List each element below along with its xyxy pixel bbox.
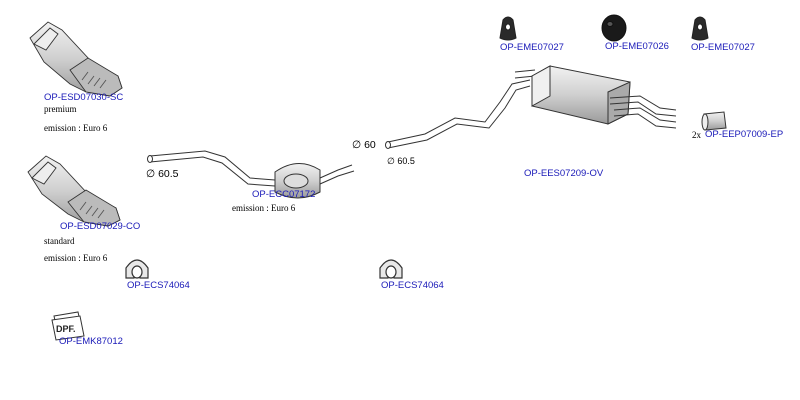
emission-ecc-label: emission : Euro 6 [232,203,296,213]
tailpipe-trim-part[interactable] [701,111,727,131]
variant-premium-label: premium [44,104,77,114]
diameter-rear-pipe: ∅ 60.5 [387,156,415,166]
part-code-esd-premium[interactable]: OP-ESD07030-SC [44,92,124,103]
part-code-eep[interactable]: OP-EEP07009-EP [705,129,784,140]
dpf-label-kit-part[interactable]: DPF. [51,311,85,341]
part-code-eme-mid[interactable]: OP-EME07026 [605,41,669,52]
diameter-front-pipe: ∅ 60.5 [146,168,179,180]
emission-premium-label: emission : Euro 6 [44,123,108,133]
eep-quantity-label: 2x [692,130,701,140]
variant-standard-label: standard [44,236,75,246]
part-code-ees[interactable]: OP-EES07209-OV [524,168,604,179]
dpf-label-text: DPF. [56,324,76,334]
rear-silencer-part[interactable] [531,65,631,125]
hanger-left-part[interactable] [499,16,517,41]
dpf-standard-part[interactable] [27,155,121,227]
hanger-mid-part[interactable] [601,14,627,42]
tailpipes [609,95,677,129]
part-code-ecs-right[interactable]: OP-ECS74064 [381,280,444,291]
dpf-premium-part[interactable] [29,21,123,97]
part-code-emk[interactable]: OP-EMK87012 [59,336,123,347]
clamp-left-part[interactable] [125,259,149,279]
part-code-eme-right[interactable]: OP-EME07027 [691,42,755,53]
emission-standard-label: emission : Euro 6 [44,253,108,263]
clamp-right-part[interactable] [379,259,403,279]
hanger-right-part[interactable] [691,16,709,41]
front-pipe-part[interactable] [147,150,355,187]
diameter-mid-pipe: ∅ 60 [352,139,376,151]
part-code-ecs-left[interactable]: OP-ECS74064 [127,280,190,291]
part-code-eme-left[interactable]: OP-EME07027 [500,42,564,53]
part-code-esd-standard[interactable]: OP-ESD07029-CO [60,221,141,232]
rear-pipe-part[interactable] [385,69,536,149]
part-code-ecc[interactable]: OP-ECC07172 [252,189,316,200]
catalyst-part[interactable] [274,163,321,199]
